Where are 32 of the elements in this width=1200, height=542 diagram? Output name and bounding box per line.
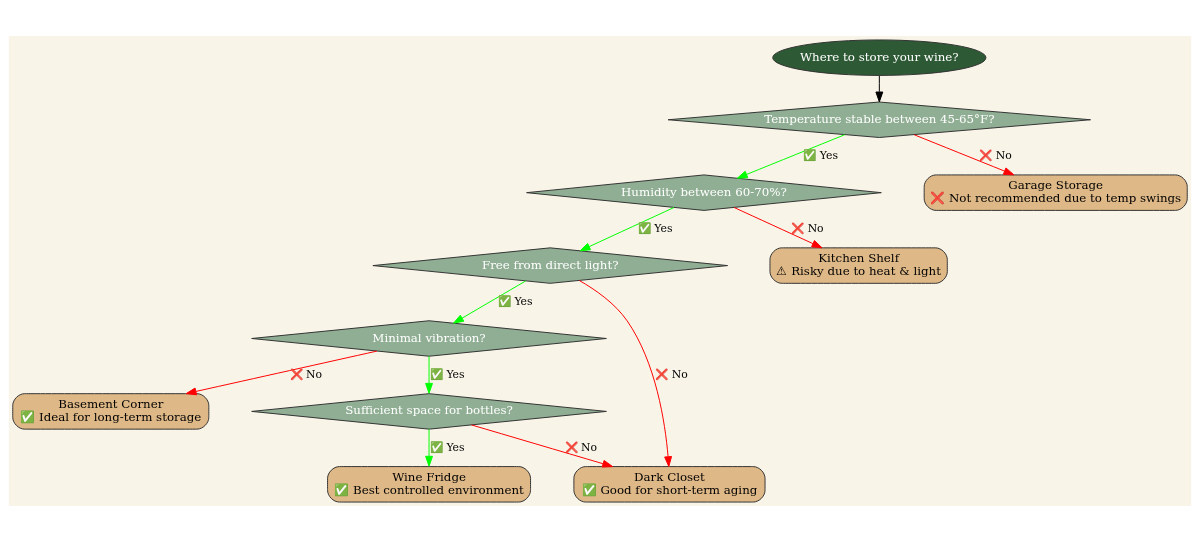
arrow xyxy=(736,134,846,179)
arrow xyxy=(579,207,675,252)
node-box: Kitchen Shelf ⚠ Risky due to heat & light xyxy=(769,247,948,284)
edge-label: ❌ No xyxy=(564,440,597,454)
node-diamond: Humidity between 60-70%? xyxy=(526,174,882,211)
node-diamond: Temperature stable between 45-65°F? xyxy=(667,101,1091,138)
arrow xyxy=(578,280,673,468)
edge-label: ✅ Yes xyxy=(803,148,839,162)
node-box: Wine Fridge ✅ Best controlled environment xyxy=(327,466,532,503)
arrow xyxy=(453,280,527,324)
arrow xyxy=(185,350,378,396)
arrow xyxy=(425,355,433,394)
edge-label: ❌ No xyxy=(791,221,824,235)
edge-label: ✅ Yes xyxy=(637,221,673,235)
arrow xyxy=(470,424,614,468)
edge-label: ✅ Yes xyxy=(429,440,465,454)
edge-label: ✅ Yes xyxy=(497,294,533,308)
edge-label: ❌ No xyxy=(655,367,688,381)
edge-label: ❌ No xyxy=(979,148,1012,162)
arrow xyxy=(425,428,433,467)
node-diamond: Free from direct light? xyxy=(372,247,729,284)
node-box: Garage Storage ❌ Not recommended due to temp swings xyxy=(923,174,1188,211)
edge-label: ✅ Yes xyxy=(429,367,465,381)
arrow xyxy=(913,134,1015,176)
node-ellipse: Where to store your wine? xyxy=(772,39,987,76)
arrow xyxy=(875,75,884,103)
node-diamond: Minimal vibration? xyxy=(251,320,607,357)
edge-label: ❌ No xyxy=(289,367,323,381)
node-box: Dark Closet ✅ Good for short-term aging xyxy=(573,466,766,503)
node-box: Basement Corner ✅ Ideal for long-term storage xyxy=(12,393,210,430)
node-diamond: Sufficient space for bottles? xyxy=(251,393,607,430)
arrow xyxy=(733,207,823,249)
